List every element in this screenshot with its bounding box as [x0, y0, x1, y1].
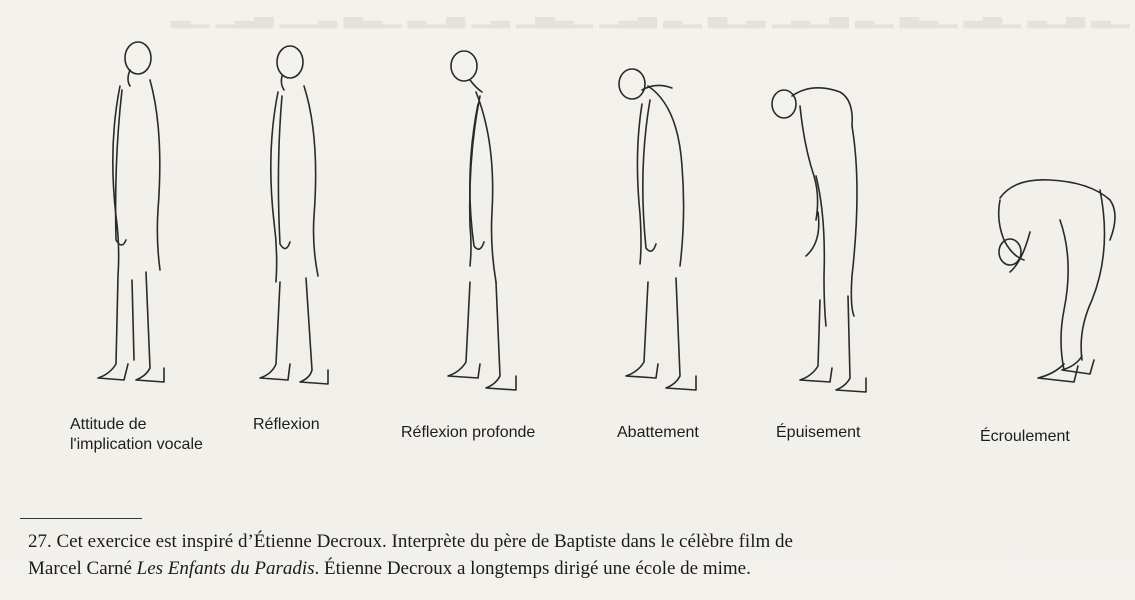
figure-abattement: [619, 69, 696, 390]
posture-figures-svg: [0, 0, 1135, 410]
film-title: Les Enfants du Paradis: [137, 558, 315, 579]
posture-illustration: [0, 0, 1135, 410]
footnote-text-2b: . Étienne Decroux a longtemps dirigé une…: [315, 558, 751, 579]
figure-implication: [98, 42, 164, 382]
footnote-line-2: Marcel Carné Les Enfants du Paradis. Éti…: [28, 555, 1128, 582]
footnote-rule: [20, 518, 142, 519]
caption-implication: Attitude de l'implication vocale: [70, 415, 203, 455]
footnote-line-1: 27. Cet exercice est inspiré d’Étienne D…: [28, 528, 1128, 555]
figure-reflexion-profonde: [448, 51, 516, 390]
figure-epuisement: [772, 88, 866, 392]
caption-abattement: Abattement: [617, 423, 699, 443]
figure-reflexion: [260, 46, 328, 384]
caption-implication-line1: Attitude de: [70, 415, 203, 435]
footnote-text-2a: Marcel Carné: [28, 558, 137, 579]
caption-ecroulement: Écroulement: [980, 427, 1070, 447]
footnote-number: 27.: [28, 531, 52, 552]
caption-reflexion: Réflexion: [253, 415, 320, 435]
footnote: 27. Cet exercice est inspiré d’Étienne D…: [28, 528, 1128, 582]
caption-implication-line2: l'implication vocale: [70, 435, 203, 455]
caption-reflexion-profonde: Réflexion profonde: [401, 423, 535, 443]
caption-epuisement: Épuisement: [776, 423, 861, 443]
figure-ecroulement: [999, 180, 1115, 382]
footnote-text-1: Cet exercice est inspiré d’Étienne Decro…: [52, 531, 793, 552]
